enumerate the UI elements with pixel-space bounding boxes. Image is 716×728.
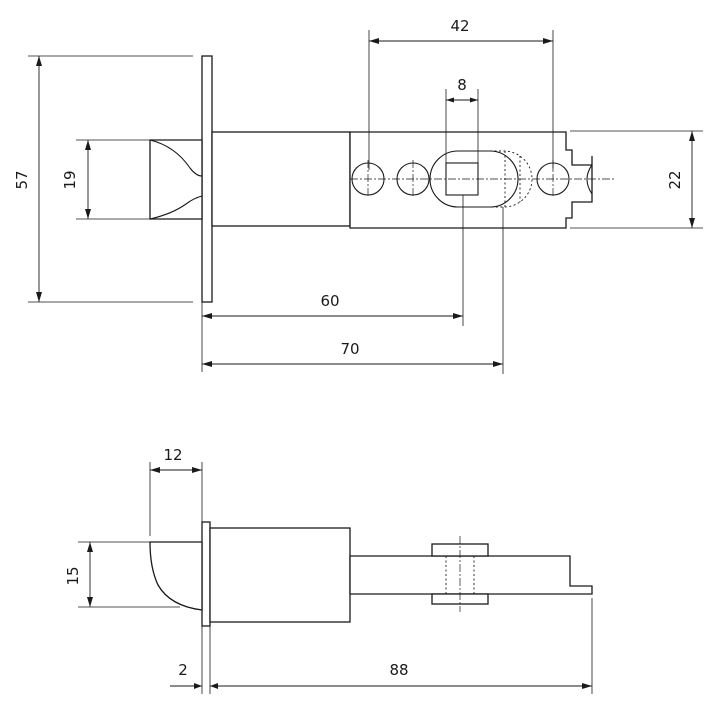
- dim-15-label: 15: [64, 566, 82, 585]
- dim-42-arrow-right: [543, 38, 553, 44]
- dim-88-label: 88: [389, 661, 408, 679]
- top-latch-bolt-bevel-upper: [149, 139, 203, 177]
- dim-70-arrow-left: [202, 361, 212, 367]
- dim-57-arrow-top: [36, 56, 42, 66]
- top-view: 42 8 57 19 22 60: [13, 17, 703, 374]
- top-spindle-slot: [429, 150, 519, 208]
- top-spindle-slot-hidden: [490, 150, 533, 208]
- dim-22-label: 22: [666, 170, 684, 189]
- dim-70-arrow-right: [493, 361, 503, 367]
- dim-22-arrow-top: [689, 131, 695, 141]
- dim-12-label: 12: [163, 446, 182, 464]
- dim-19-label: 19: [61, 170, 79, 189]
- side-housing: [209, 527, 351, 623]
- dim-60-arrow-left: [202, 313, 212, 319]
- side-latch-bolt: [149, 541, 203, 611]
- dim-15-arrow-top: [87, 542, 93, 552]
- top-tail-notch: [586, 164, 593, 195]
- dim-12-arrow-left: [150, 467, 160, 473]
- dim-57-label: 57: [13, 170, 31, 189]
- dim-2-arrow-left: [194, 683, 202, 689]
- dim-12-arrow-right: [192, 467, 202, 473]
- top-latch-bolt-bevel-lower: [149, 195, 203, 220]
- side-faceplate: [201, 521, 211, 627]
- top-latch-bolt: [149, 139, 203, 220]
- dim-8-label: 8: [457, 76, 467, 94]
- dim-57-arrow-bottom: [36, 292, 42, 302]
- dim-19-arrow-top: [85, 140, 91, 150]
- dim-19-arrow-bottom: [85, 209, 91, 219]
- dim-22-arrow-bottom: [689, 218, 695, 228]
- dim-2-label: 2: [178, 661, 188, 679]
- dim-88-arrow-right: [582, 683, 592, 689]
- dim-15-arrow-bottom: [87, 597, 93, 607]
- dim-60-label: 60: [320, 292, 339, 310]
- top-faceplate: [201, 55, 213, 303]
- top-housing: [211, 131, 351, 227]
- side-view: 12 15 2 88: [64, 446, 593, 694]
- dim-60-arrow-right: [453, 313, 463, 319]
- dim-8-arrow-right: [470, 97, 478, 103]
- dim-70-label: 70: [340, 340, 359, 358]
- top-tail-plate: [349, 131, 593, 229]
- dim-42-arrow-left: [369, 38, 379, 44]
- side-tail-bar: [349, 555, 593, 595]
- dim-42-label: 42: [450, 17, 469, 35]
- dim-8-arrow-left: [446, 97, 454, 103]
